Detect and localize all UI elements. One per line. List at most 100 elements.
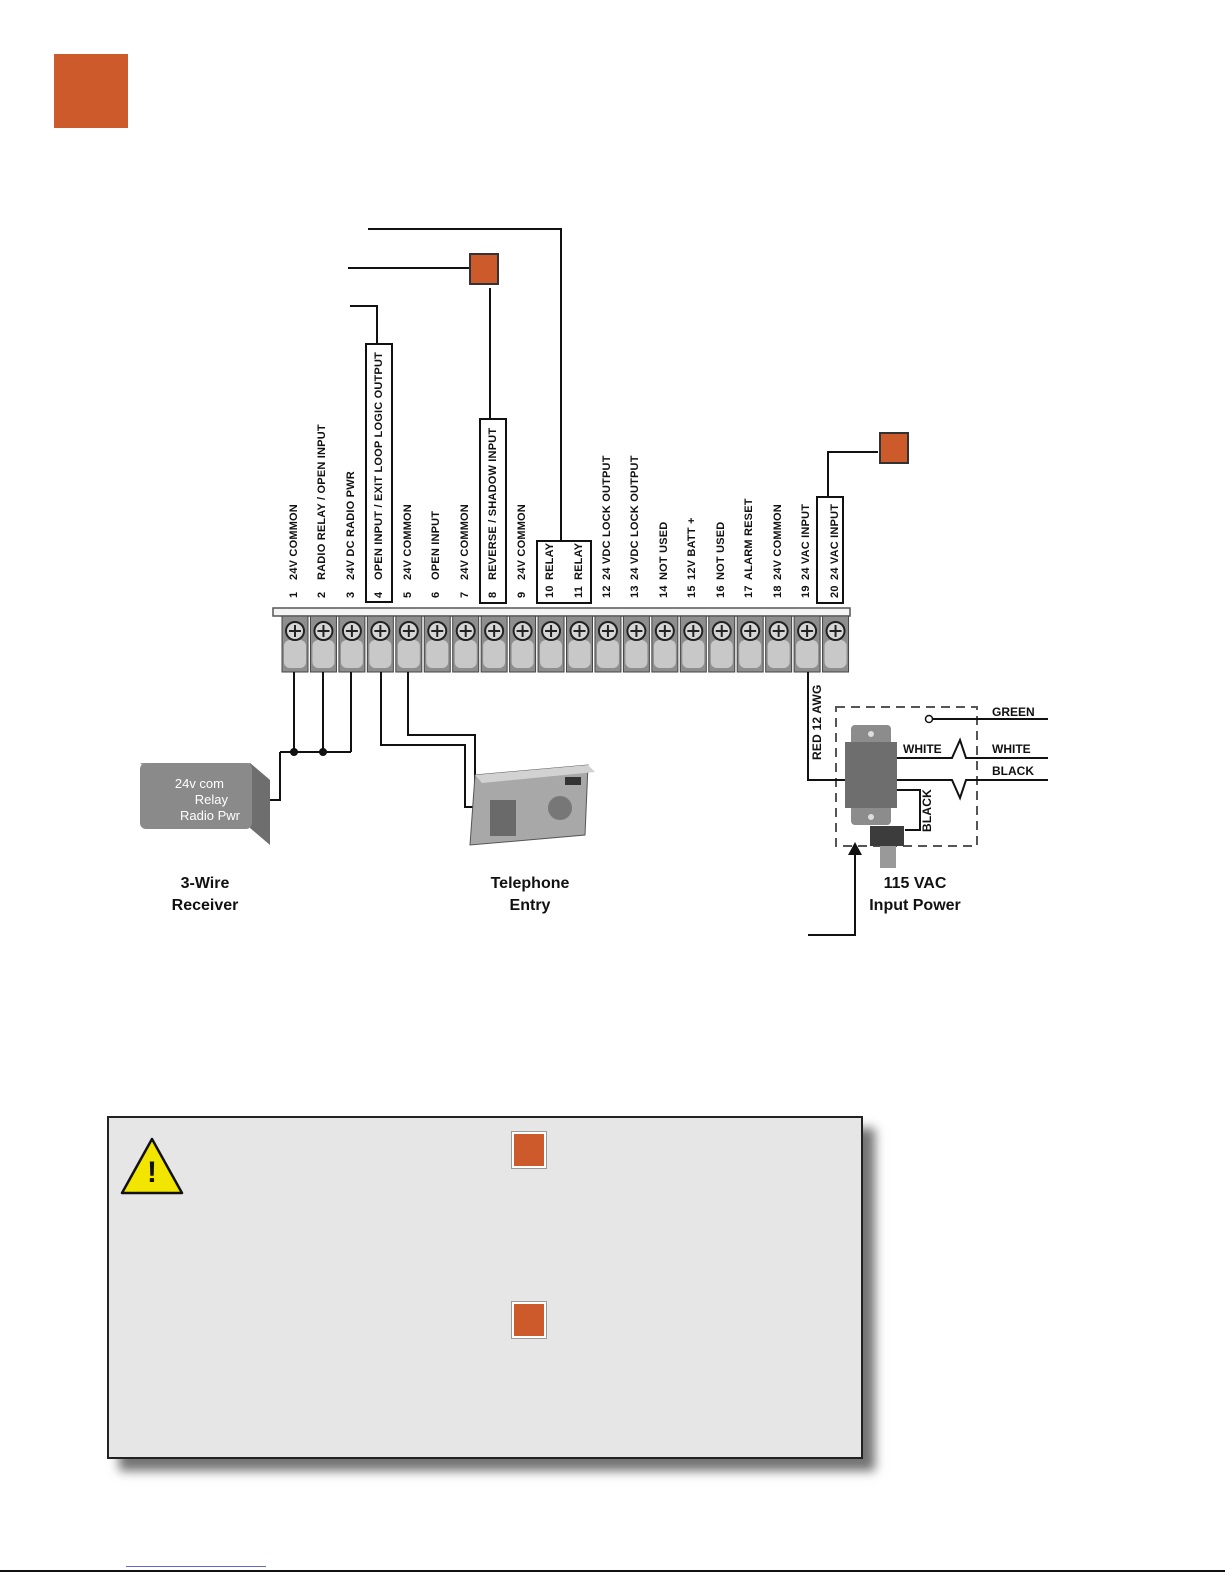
terminal-label-11: 11RELAY xyxy=(573,543,585,598)
footer-rule xyxy=(0,1570,1225,1572)
terminal-label-5: 5 24V COMMON xyxy=(402,504,414,598)
warning-badge-2 xyxy=(511,1301,547,1339)
terminal-text: 24V COMMON xyxy=(771,504,784,580)
splice-dot-2 xyxy=(319,748,327,756)
telephone-caption-line1: Telephone xyxy=(490,875,570,892)
terminal-slot-17 xyxy=(739,640,762,668)
splice-dot-1 xyxy=(290,748,298,756)
black-out-label: BLACK xyxy=(992,764,1034,778)
terminal-text: RELAY xyxy=(572,542,585,580)
terminal-label-7: 7 24V COMMON xyxy=(459,504,471,598)
terminal-label-4: 4 OPEN INPUT / EXIT LOOP LOGIC OUTPUT xyxy=(373,352,385,598)
telephone-entry-device xyxy=(469,764,595,846)
terminal-rail xyxy=(272,607,851,617)
terminal-number: 19 xyxy=(800,585,813,598)
terminal-label-12: 12 24 VDC LOCK OUTPUT xyxy=(601,455,613,598)
green-out-label: GREEN xyxy=(992,705,1035,719)
terminal-label-13: 13 24 VDC LOCK OUTPUT xyxy=(629,455,641,598)
terminal-text: OPEN INPUT / EXIT LOOP LOGIC OUTPUT xyxy=(373,351,386,580)
receiver-line-2: Relay xyxy=(194,792,228,807)
terminal-number: 3 xyxy=(344,591,357,598)
receiver-wires xyxy=(258,672,352,801)
terminal-text: 24 VAC INPUT xyxy=(828,503,841,580)
terminal-text: 24V COMMON xyxy=(515,504,528,580)
terminal-slot-4 xyxy=(369,640,392,668)
section-badge xyxy=(54,54,128,128)
warning-badge-1 xyxy=(511,1131,547,1169)
terminal-slot-5 xyxy=(397,640,420,668)
terminal-slot-8 xyxy=(483,640,506,668)
terminal-slot-6 xyxy=(426,640,449,668)
terminal-label-19: 19 24 VAC INPUT xyxy=(800,504,812,598)
footer-link-underline xyxy=(126,1566,266,1567)
terminal-slot-13 xyxy=(625,640,648,668)
terminal-text: REVERSE / SHADOW INPUT xyxy=(487,427,500,580)
terminal-text: 24 VDC LOCK OUTPUT xyxy=(600,455,613,580)
terminal-label-16: 16NOT USED xyxy=(715,522,727,598)
terminal-text: 24V COMMON xyxy=(401,504,414,580)
terminal-slot-15 xyxy=(682,640,705,668)
terminal-number: 5 xyxy=(401,591,414,598)
terminal-text: 24V COMMON xyxy=(288,504,300,580)
terminal-slot-2 xyxy=(312,640,335,668)
terminal-label-10: 10 RELAY xyxy=(544,543,556,598)
receiver-line-1: 24v com xyxy=(174,776,224,791)
terminal-label-2: 2 RADIO RELAY / OPEN INPUT xyxy=(316,424,328,598)
terminal-label-3: 3 24V DC RADIO PWR xyxy=(345,471,357,598)
warning-triangle-icon xyxy=(120,1137,184,1195)
callout-badge-power xyxy=(879,432,909,464)
power-caption-line2: Input Power xyxy=(869,897,961,914)
terminal-text: 24 VAC INPUT xyxy=(800,503,813,580)
terminal-slot-20 xyxy=(824,640,847,668)
callout-badge-reverse xyxy=(469,253,499,285)
terminal-number: 2 xyxy=(316,591,329,598)
terminal-text: RADIO RELAY / OPEN INPUT xyxy=(316,424,329,580)
terminal-number: 1 xyxy=(288,591,300,598)
black-inner-label: BLACK xyxy=(920,789,934,832)
receiver-device xyxy=(140,763,270,845)
telephone-caption: Telephone Entry xyxy=(470,873,590,917)
terminal-text: ALARM RESET xyxy=(743,498,756,580)
box-terminal-20 xyxy=(816,496,844,604)
terminal-number: 7 xyxy=(458,591,471,598)
terminal-text: NOT USED xyxy=(714,521,727,580)
terminal-slot-1 xyxy=(284,640,306,668)
terminal-slot-7 xyxy=(454,640,477,668)
power-section xyxy=(807,672,1048,936)
terminal-label-6: 6OPEN INPUT xyxy=(430,511,442,598)
terminal-label-8: 8 REVERSE / SHADOW INPUT xyxy=(487,428,499,598)
terminal-number: 9 xyxy=(515,591,528,598)
terminal-text: 24V DC RADIO PWR xyxy=(344,471,357,580)
terminal-label-9: 9 24V COMMON xyxy=(516,504,528,598)
terminal-label-15: 1512V BATT + xyxy=(686,517,698,598)
box-terminal-10-11 xyxy=(536,540,592,604)
terminal-label-1: 1 24V COMMON xyxy=(288,504,300,598)
terminal-number: 4 xyxy=(373,591,386,598)
terminal-number: 20 xyxy=(828,585,841,598)
warning-box: ! xyxy=(107,1116,863,1459)
terminal-screws xyxy=(281,615,850,673)
terminal-text: 24V COMMON xyxy=(458,504,471,580)
terminal-label-20: 20 24 VAC INPUT xyxy=(829,504,841,598)
red-12-awg-label: RED 12 AWG xyxy=(810,684,824,760)
terminal-slot-10 xyxy=(540,640,563,668)
terminal-number: 18 xyxy=(771,585,784,598)
box-terminal-4 xyxy=(365,343,393,603)
telephone-caption-line2: Entry xyxy=(509,897,551,914)
terminal-number: 6 xyxy=(430,591,443,598)
terminal-number: 10 xyxy=(544,585,557,598)
terminal-slot-9 xyxy=(511,640,534,668)
terminal-number: 15 xyxy=(686,585,699,598)
terminal-number: 12 xyxy=(600,585,613,598)
white-out-label: WHITE xyxy=(992,742,1031,756)
terminal-label-17: 17 ALARM RESET xyxy=(743,498,755,598)
callout-lines xyxy=(348,228,878,540)
terminal-number: 17 xyxy=(743,585,756,598)
terminal-number: 13 xyxy=(629,585,642,598)
receiver-caption-line1: 3-Wire xyxy=(180,875,230,892)
warning-symbol: ! xyxy=(147,1156,157,1189)
terminal-text: 24 VDC LOCK OUTPUT xyxy=(629,455,642,580)
power-caption-line1: 115 VAC xyxy=(883,875,947,892)
terminal-text: RELAY xyxy=(544,542,557,580)
terminal-number: 8 xyxy=(487,591,500,598)
